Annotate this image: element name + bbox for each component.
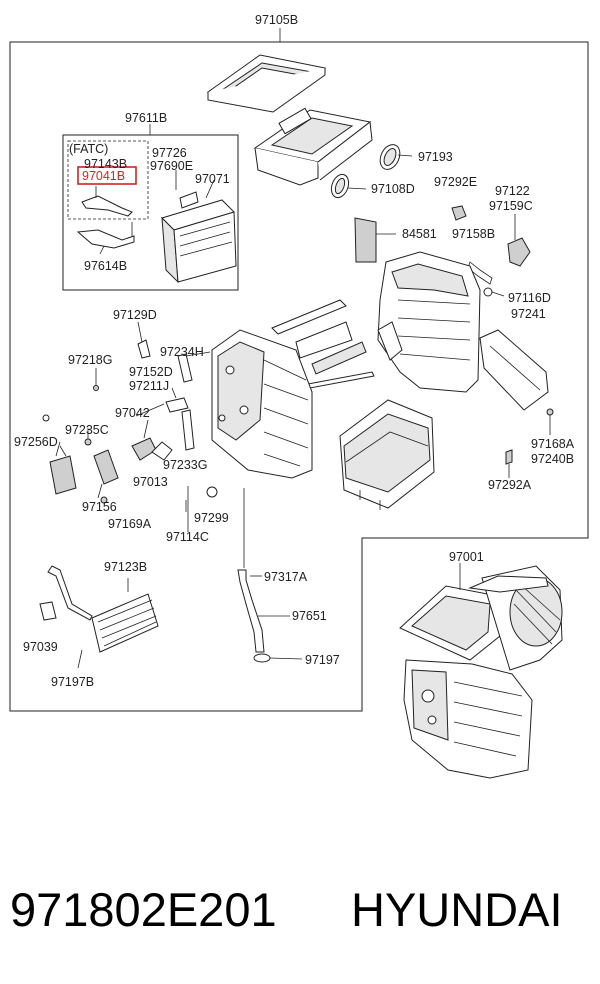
assembly-frame	[9, 41, 589, 712]
label-97211J: 97211J	[129, 379, 169, 393]
label-97234H: 97234H	[160, 345, 204, 359]
label-97292E: 97292E	[434, 175, 477, 189]
label-97042: 97042	[115, 406, 150, 420]
label-97122: 97122	[495, 184, 530, 198]
label-97299: 97299	[194, 511, 229, 525]
label-97158B: 97158B	[452, 227, 495, 241]
label-97143B: 97143B	[84, 157, 127, 171]
label-97240B: 97240B	[531, 452, 574, 466]
filter-block-97071	[161, 191, 237, 284]
label-97235C: 97235C	[65, 423, 109, 437]
case-right-half	[377, 251, 481, 393]
label-97159C: 97159C	[489, 199, 533, 213]
pad-84581	[354, 217, 377, 263]
label-97292A: 97292A	[488, 478, 532, 492]
link-97042	[131, 437, 157, 461]
label-97039: 97039	[23, 640, 58, 654]
arm-97233G	[181, 409, 195, 451]
label-97156: 97156	[82, 500, 117, 514]
footer-brand: HYUNDAI	[351, 883, 563, 936]
label-97152D: 97152D	[129, 365, 173, 379]
label-97726: 97726	[152, 146, 187, 160]
screw-97235C	[84, 438, 92, 446]
highlight-box	[77, 166, 137, 185]
lever-97152D	[165, 397, 189, 413]
side-plate-97241	[479, 329, 549, 411]
label-97116D: 97116D	[508, 291, 551, 305]
label-97690E: 97690E	[150, 159, 193, 173]
label-97197B: 97197B	[51, 675, 94, 689]
label-97193: 97193	[418, 150, 453, 164]
label-97114C: 97114C	[166, 530, 209, 544]
main-case-left	[211, 329, 313, 479]
fatc-dashed-group	[67, 140, 149, 220]
label-97651: 97651	[292, 609, 327, 623]
label-97168A: 97168A	[531, 437, 575, 451]
label-97241: 97241	[511, 307, 546, 321]
motor-97256D	[49, 455, 77, 495]
rod-97234H	[177, 353, 193, 383]
bracket-97143B	[81, 195, 133, 217]
label-97129D: 97129D	[113, 308, 157, 322]
label-84581: 84581	[402, 227, 437, 241]
evaporator-97123B	[39, 565, 159, 653]
label-97317A: 97317A	[264, 570, 308, 584]
label-fatc: (FATC)	[69, 142, 108, 156]
link-97013	[151, 441, 173, 461]
label-97071: 97071	[195, 172, 230, 186]
label-97233G: 97233G	[163, 458, 207, 472]
drain-hose-97651	[237, 569, 265, 653]
clip-97292A	[505, 449, 513, 465]
label-97105B: 97105B	[255, 13, 298, 27]
label-97218G: 97218G	[68, 353, 112, 367]
clip-97292E	[451, 205, 467, 221]
clip-97129D	[137, 339, 151, 359]
drain-tray	[339, 399, 435, 510]
label-97197: 97197	[305, 653, 340, 667]
complete-unit-97001	[399, 565, 563, 779]
screw-97218G	[93, 385, 99, 391]
air-filter-cover	[206, 54, 327, 113]
actuator-97122	[507, 237, 531, 267]
label-97001: 97001	[449, 550, 484, 564]
label-97614B: 97614B	[84, 259, 127, 273]
label-97013: 97013	[133, 475, 168, 489]
screw-97169A	[100, 496, 108, 504]
label-97611B: 97611B	[125, 111, 167, 125]
label-97041B: 97041B	[82, 169, 125, 183]
intake-duct-upper	[253, 107, 373, 186]
label-97256D: 97256D	[14, 435, 58, 449]
motor-97156	[93, 449, 119, 485]
clip-97168A	[546, 408, 554, 416]
door-strips	[271, 299, 375, 389]
bracket-97614B	[76, 229, 135, 249]
grommet-97299	[206, 486, 218, 498]
case-kit-box	[62, 134, 239, 291]
label-97169A: 97169A	[108, 517, 152, 531]
label-97123B: 97123B	[104, 560, 147, 574]
footer-part-number: 971802E201	[10, 883, 277, 936]
label-97108D: 97108D	[371, 182, 415, 196]
